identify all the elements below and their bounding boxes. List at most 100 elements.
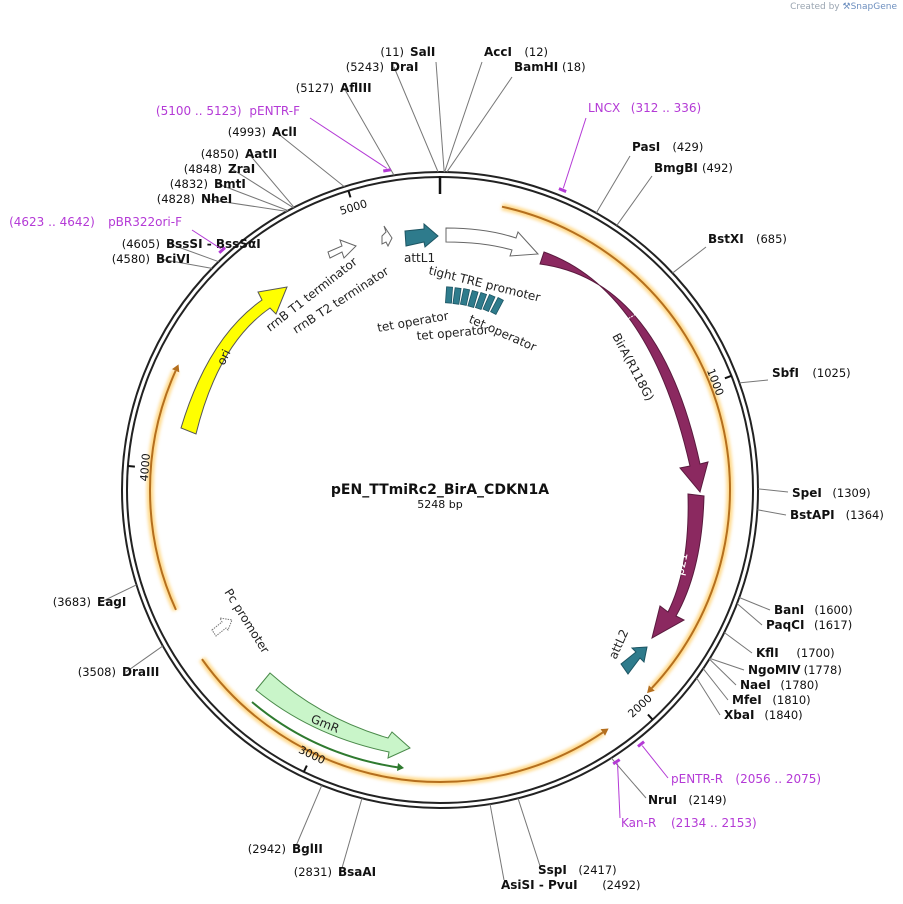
site-position: (12) xyxy=(524,45,548,59)
primer-mark xyxy=(558,187,567,193)
restriction-site: SpeI(1309) xyxy=(792,486,871,500)
site-leader-line xyxy=(610,757,647,799)
site-leader-line xyxy=(702,668,729,701)
site-position: (2831) xyxy=(294,865,332,879)
site-name: BciVI xyxy=(156,252,190,266)
primer: Kan-R (2134 .. 2153) xyxy=(621,816,757,830)
site-name: DraIII xyxy=(122,665,159,679)
primer-leader-line xyxy=(562,117,587,189)
site-position: (4605) xyxy=(122,237,160,251)
primer-leader-line xyxy=(641,745,669,779)
feature-rrnb-t1 xyxy=(327,239,357,259)
site-leader-line xyxy=(444,61,483,173)
site-position: (1810) xyxy=(772,693,810,707)
primer-range: (2134 .. 2153) xyxy=(671,816,757,830)
restriction-site: BglII(2942) xyxy=(248,842,323,856)
restriction-site: NheI(4828) xyxy=(157,192,232,206)
site-leader-line xyxy=(736,603,763,626)
site-leader-line xyxy=(696,677,721,716)
site-name: EagI xyxy=(97,595,126,609)
site-name: MfeI xyxy=(732,693,762,707)
feature-ori-label: ori xyxy=(214,347,233,367)
site-position: (1617) xyxy=(814,618,852,632)
feature-ori xyxy=(180,286,288,435)
primer-name: pENTR-F xyxy=(249,104,300,118)
site-name: SpeI xyxy=(792,486,822,500)
site-leader-line xyxy=(393,66,439,173)
site-name: BstXI xyxy=(708,232,744,246)
restriction-site: ZraI (4848) xyxy=(184,162,255,176)
site-name: BsaAI xyxy=(338,865,376,879)
restriction-site: BciVI (4580) xyxy=(112,252,190,266)
site-position: (3683) xyxy=(53,595,91,609)
site-leader-line xyxy=(435,61,445,173)
restriction-site: AclI(4993) xyxy=(228,125,297,139)
primer: pBR322ori-F(4623 .. 4642) xyxy=(9,215,182,229)
restriction-site: SalI(11) xyxy=(380,45,435,59)
site-position: (18) xyxy=(562,60,586,74)
orf-arcs xyxy=(146,203,734,786)
primer-range: (4623 .. 4642) xyxy=(9,215,95,229)
site-position: (4848) xyxy=(184,162,222,176)
site-position: (1364) xyxy=(846,508,884,522)
feature-attl1-label: attL1 xyxy=(404,251,435,265)
site-leader-line xyxy=(489,803,505,881)
site-leader-line xyxy=(100,584,137,603)
plasmid-length: 5248 bp xyxy=(417,498,462,511)
site-position: (4580) xyxy=(112,252,150,266)
feature-gmr xyxy=(255,672,411,759)
primer-name: pENTR-R xyxy=(671,772,723,786)
site-leader-line xyxy=(757,488,789,493)
site-position: (5243) xyxy=(346,60,384,74)
tet-operator-boxes xyxy=(445,286,504,316)
feature-rrnb-t2 xyxy=(381,225,393,248)
site-name: ZraI xyxy=(228,162,255,176)
feature-tight-tre-promoter xyxy=(445,227,540,257)
site-position: (1780) xyxy=(780,678,818,692)
site-name: KflI xyxy=(756,646,779,660)
orf-arc-gmr-region xyxy=(201,658,604,783)
restriction-site: BstAPI(1364) xyxy=(790,508,884,522)
restriction-site: AflIII(5127) xyxy=(296,81,372,95)
restriction-site: BmgBI(492) xyxy=(654,161,733,175)
orf-arc-left-head xyxy=(172,364,180,373)
features: ori rrnB T1 terminator rrnB T2 terminato… xyxy=(180,222,709,771)
site-name: NheI xyxy=(201,192,232,206)
site-name: BmgBI xyxy=(654,161,698,175)
site-leader-line xyxy=(343,87,395,176)
site-name: BmtI xyxy=(214,177,246,191)
site-name: BamHI xyxy=(514,60,558,74)
tick-mark xyxy=(127,465,135,468)
site-position: (2417) xyxy=(578,863,616,877)
restriction-site: AsiSI - PvuI(2492) xyxy=(501,878,640,892)
site-name: PaqCI xyxy=(766,618,804,632)
primer-range: (2056 .. 2075) xyxy=(735,772,821,786)
site-leader-line xyxy=(248,153,295,208)
primer-mark xyxy=(612,758,621,766)
restriction-site: NgoMIV(1778) xyxy=(748,663,842,677)
site-name: BglII xyxy=(292,842,323,856)
restriction-site: XbaI(1840) xyxy=(724,708,803,722)
feature-p21-label: p21 xyxy=(672,551,690,576)
restriction-site: BmtI (4832) xyxy=(170,177,246,191)
site-leader-line xyxy=(709,658,737,686)
primer: LNCX(312 .. 336) xyxy=(588,101,701,115)
restriction-site: DraIII (3508) xyxy=(78,665,160,679)
tick-mark xyxy=(647,713,654,721)
tick-mark xyxy=(302,765,308,773)
site-leader-line xyxy=(724,632,753,654)
restriction-site: PasI(429) xyxy=(632,140,703,154)
feature-pc-promoter xyxy=(211,617,233,637)
site-position: (3508) xyxy=(78,665,116,679)
site-leader-line xyxy=(295,785,323,847)
site-position: (4832) xyxy=(170,177,208,191)
restriction-site: MfeI (1810) xyxy=(732,693,811,707)
credit-brand: SnapGene xyxy=(850,2,897,12)
primer-name: Kan-R xyxy=(621,816,656,830)
site-position: (429) xyxy=(672,140,703,154)
restriction-site: BstXI(685) xyxy=(708,232,787,246)
snapgene-credit: Created by ⚒SnapGene xyxy=(790,2,897,12)
feature-p21 xyxy=(651,493,705,640)
site-name: DraI xyxy=(390,60,418,74)
primer-name: LNCX xyxy=(588,101,620,115)
